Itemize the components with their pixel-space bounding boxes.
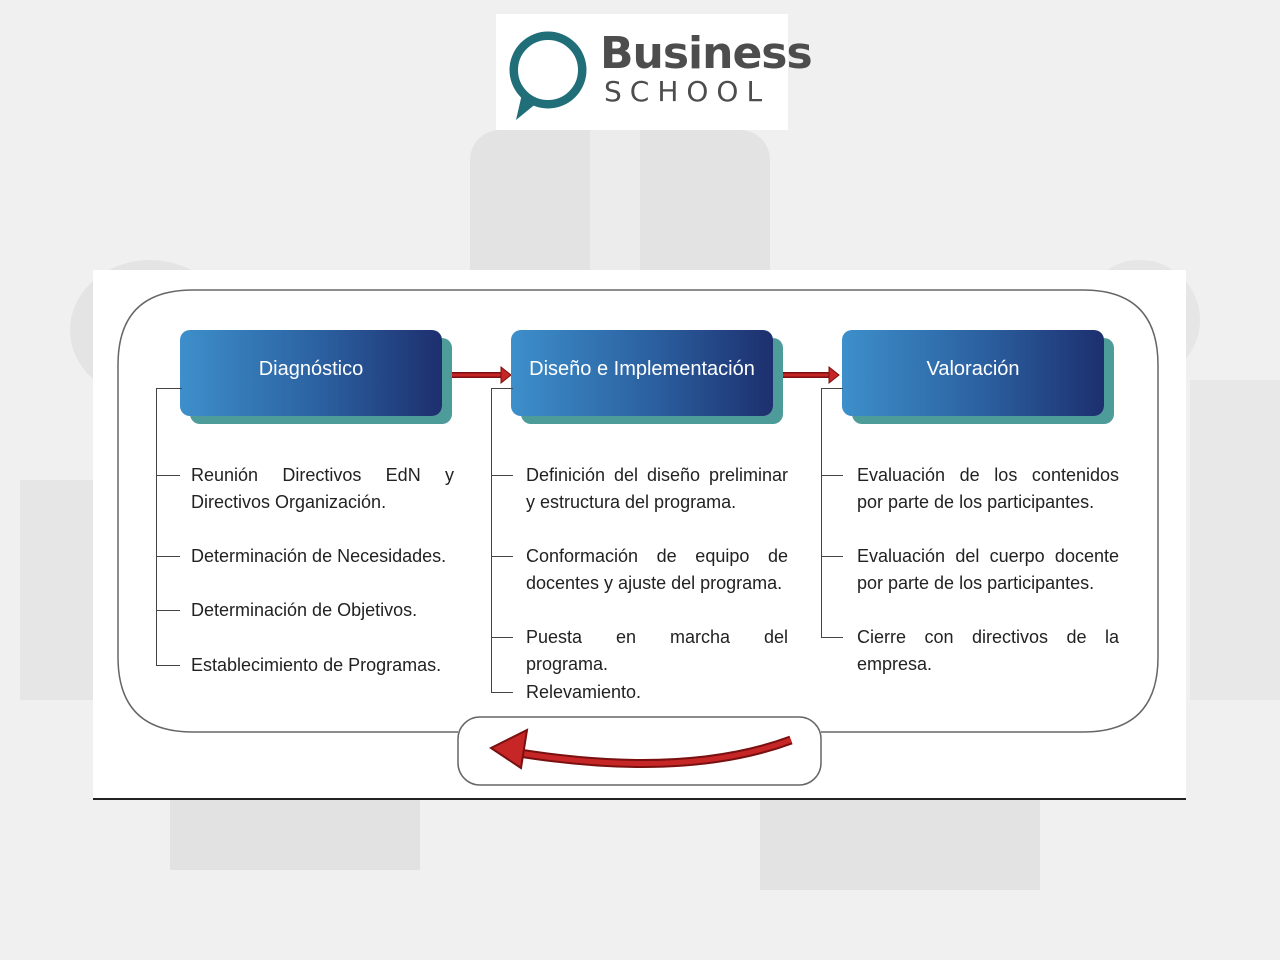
list-item: Reunión Directivos EdN y Directivos Orga…: [191, 465, 454, 512]
list-item: Definición del diseño preliminar y estru…: [526, 465, 788, 512]
phase-diseno-implementacion: Diseño e Implementación: [511, 330, 773, 416]
list-item: Conformación de equipo de docentes y aju…: [526, 546, 788, 593]
list-item: Establecimiento de Programas.: [191, 655, 442, 675]
phase-diagnostico: Diagnóstico: [180, 330, 442, 416]
list-item: Relevamiento.: [526, 682, 642, 702]
phase-title: Diseño e Implementación: [529, 357, 755, 380]
list-item: Evaluación de los contenidos por parte d…: [857, 465, 1119, 512]
phase-title: Valoración: [926, 357, 1020, 380]
process-diagram: Diagnóstico Reunión Directivos EdN y Dir…: [93, 270, 1186, 800]
list-item: Evaluación del cuerpo docente por parte …: [857, 546, 1119, 593]
list-item: Determinación de Necesidades.: [191, 546, 447, 566]
logo-word-business: Business: [600, 28, 813, 79]
business-school-logo: Business SCHOOL: [496, 14, 813, 130]
list-item: Cierre con directivos de la empresa.: [857, 627, 1119, 674]
phase-valoracion: Valoración: [842, 330, 1104, 416]
diagram-frame: [117, 289, 1159, 786]
list-item: Determinación de Objetivos.: [191, 600, 418, 620]
list-item: Puesta en marcha del programa.: [526, 627, 788, 674]
logo-word-school: SCHOOL: [604, 75, 771, 108]
phase-title: Diagnóstico: [258, 357, 364, 380]
speech-bubble-logo-icon: [509, 31, 587, 120]
